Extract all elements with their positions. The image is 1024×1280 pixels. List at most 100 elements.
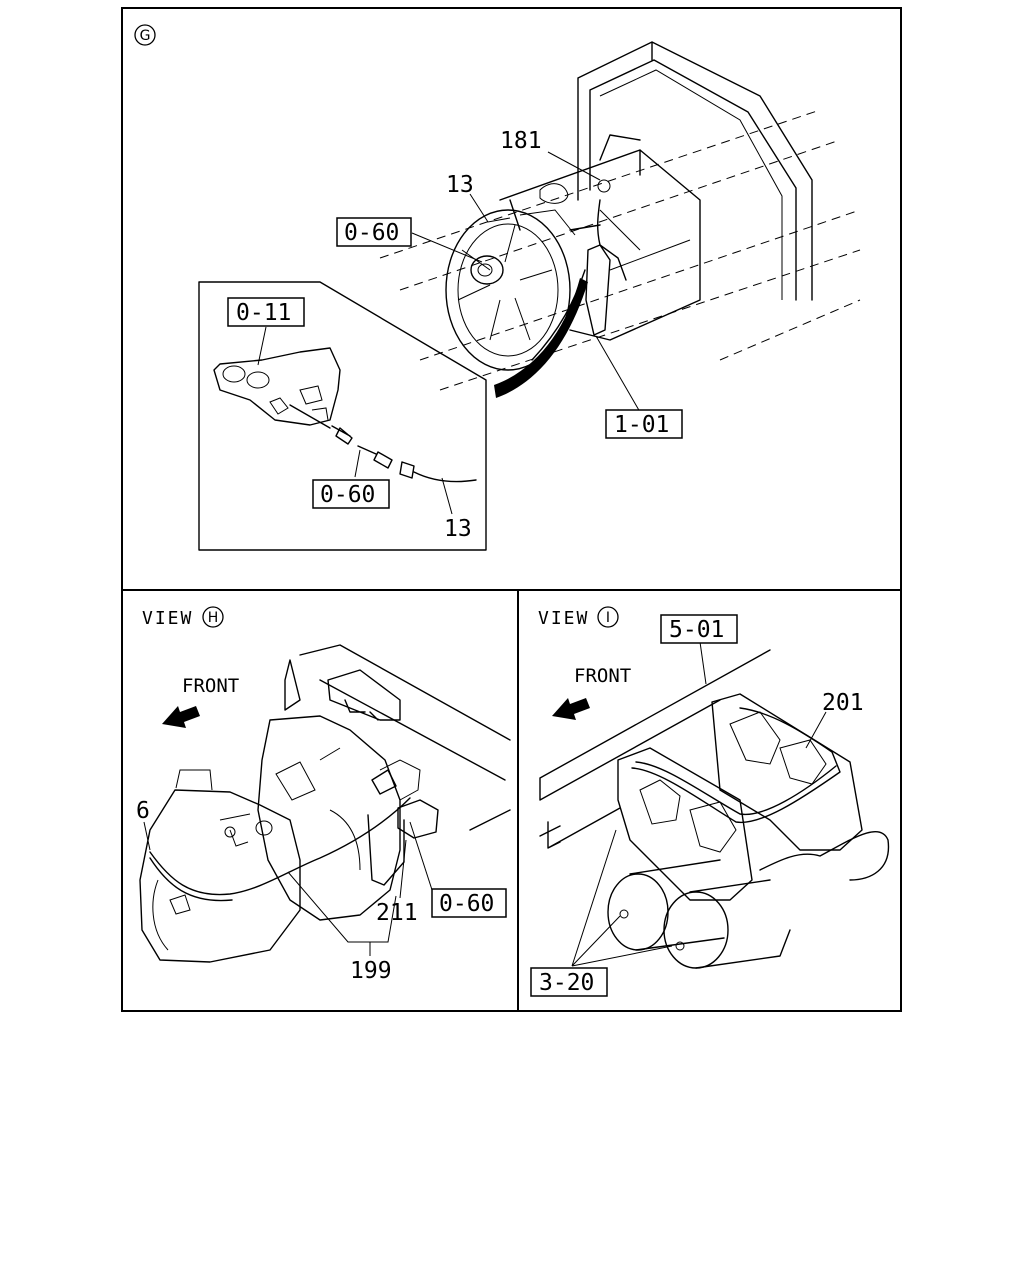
label-6: 6 (136, 798, 150, 824)
view-i-text: VIEW (538, 608, 589, 629)
frame-rail-dashed (379, 109, 861, 391)
cab-bracket (577, 41, 813, 301)
h-transmission-detail (275, 747, 421, 871)
inset-wire (413, 471, 477, 483)
label-13-top: 13 (446, 172, 474, 198)
sensor-cable (597, 199, 601, 246)
leader-13-top (469, 193, 511, 223)
i-tank-rear (759, 830, 890, 881)
inset-head (213, 347, 341, 426)
engine-detail (519, 183, 691, 271)
i-pipe (631, 707, 841, 824)
pulley-hub (477, 263, 493, 277)
leader-181 (547, 151, 601, 181)
marker-h-circle (202, 606, 224, 628)
marker-i-circle (597, 606, 619, 628)
inset-port-1 (222, 365, 246, 383)
panel-h: VIEW H FRONT 6 211 0-60 199 (136, 606, 511, 984)
leader-060-h (409, 821, 435, 897)
front-h-arrow-icon (162, 706, 200, 728)
leader-060-top (411, 232, 483, 263)
h-harness-2 (149, 857, 233, 902)
label-101: 1-01 (614, 412, 669, 438)
label-060-h-box (431, 888, 507, 918)
label-199: 199 (350, 958, 392, 984)
label-320-box (530, 967, 608, 997)
marker-h-text: H (208, 610, 219, 626)
label-320: 3-20 (539, 970, 594, 996)
leader-211 (399, 839, 407, 899)
front-i-arrow-icon (552, 698, 590, 720)
i-tank-fitting-1 (619, 909, 629, 919)
h-bracket (367, 814, 405, 886)
marker-g-text: G (140, 28, 151, 44)
sensor-harness (531, 269, 586, 361)
h-crossmember (327, 669, 401, 721)
i-bracket-left (617, 747, 753, 901)
leader-6 (143, 821, 151, 851)
cab-bracket-inner (599, 69, 783, 300)
i-tank-body-1 (629, 859, 725, 951)
leader-501 (699, 641, 707, 685)
h-harness (149, 797, 411, 896)
fan-blades (457, 224, 553, 341)
label-060-top: 0-60 (344, 220, 399, 246)
inset-frame (198, 281, 487, 551)
label-501: 5-01 (669, 617, 724, 643)
h-transmission-case (257, 715, 401, 921)
h-plug (255, 820, 273, 836)
label-501-box (660, 614, 738, 644)
pulley (470, 255, 504, 285)
i-tank-front-1 (607, 873, 669, 951)
front-i-label: FRONT (574, 665, 631, 687)
label-181: 181 (500, 128, 542, 154)
i-bracket-right (711, 693, 863, 851)
leader-060-inset (354, 449, 361, 478)
fan-housing-inner (457, 223, 559, 357)
i-tank-front-2 (663, 891, 729, 969)
mount-bracket (569, 224, 627, 336)
i-tank-fitting-2 (675, 941, 685, 951)
h-gearbox (139, 789, 301, 963)
inset-sensor (289, 404, 353, 445)
bolt (597, 179, 611, 193)
leader-199 (287, 871, 397, 956)
h-plug-2 (224, 826, 236, 838)
leader-101 (595, 335, 641, 413)
inset-connector (357, 445, 415, 479)
front-h-label: FRONT (182, 675, 239, 697)
marker-i-text: I (606, 610, 610, 626)
label-201: 201 (822, 690, 864, 716)
panel-i-frame (517, 589, 902, 1012)
engine-block (499, 134, 701, 341)
i-bracket-cutouts (639, 711, 827, 853)
thick-cable (494, 278, 588, 398)
label-13-inset: 13 (444, 516, 472, 542)
panel-g: G (134, 24, 861, 551)
inset-head-detail (269, 385, 329, 421)
panel-h-frame (121, 589, 519, 1012)
label-101-box (605, 409, 683, 439)
label-011-box (227, 297, 305, 327)
label-060-h: 0-60 (439, 891, 494, 917)
label-060-top-box (336, 217, 412, 247)
label-060-inset-box (312, 479, 390, 509)
leader-13-inset (441, 477, 453, 515)
marker-g-circle (134, 24, 156, 46)
h-gearbox-detail (152, 769, 251, 951)
inset-port-2 (246, 371, 270, 389)
h-sensor (371, 769, 439, 839)
panel-i: VIEW I FRONT 5-01 201 3-20 (530, 606, 890, 997)
label-060-inset: 0-60 (320, 482, 375, 508)
label-011: 0-11 (236, 300, 291, 326)
i-frame-rail (539, 649, 771, 849)
h-frame-rail (284, 644, 511, 831)
view-h-text: VIEW (142, 608, 193, 629)
label-211: 211 (376, 900, 418, 926)
leader-320 (571, 829, 673, 967)
leader-201 (805, 711, 827, 749)
leader-011 (257, 326, 267, 366)
i-pipe-2 (635, 761, 837, 816)
fan-housing (445, 209, 571, 371)
